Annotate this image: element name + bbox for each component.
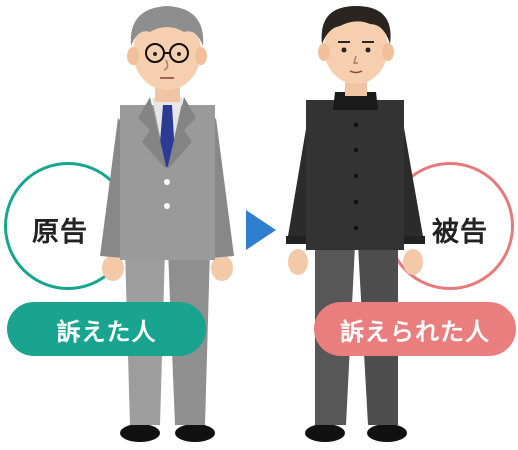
defendant-caption: 訴えられた人 <box>314 302 516 356</box>
defendant-figure <box>286 6 425 442</box>
right-arrow-icon <box>246 210 276 250</box>
plaintiff-figure <box>100 6 234 442</box>
defendant-title: 被告 <box>432 217 488 248</box>
plaintiff-title: 原告 <box>32 217 88 248</box>
plaintiff-caption: 訴えた人 <box>7 302 206 356</box>
